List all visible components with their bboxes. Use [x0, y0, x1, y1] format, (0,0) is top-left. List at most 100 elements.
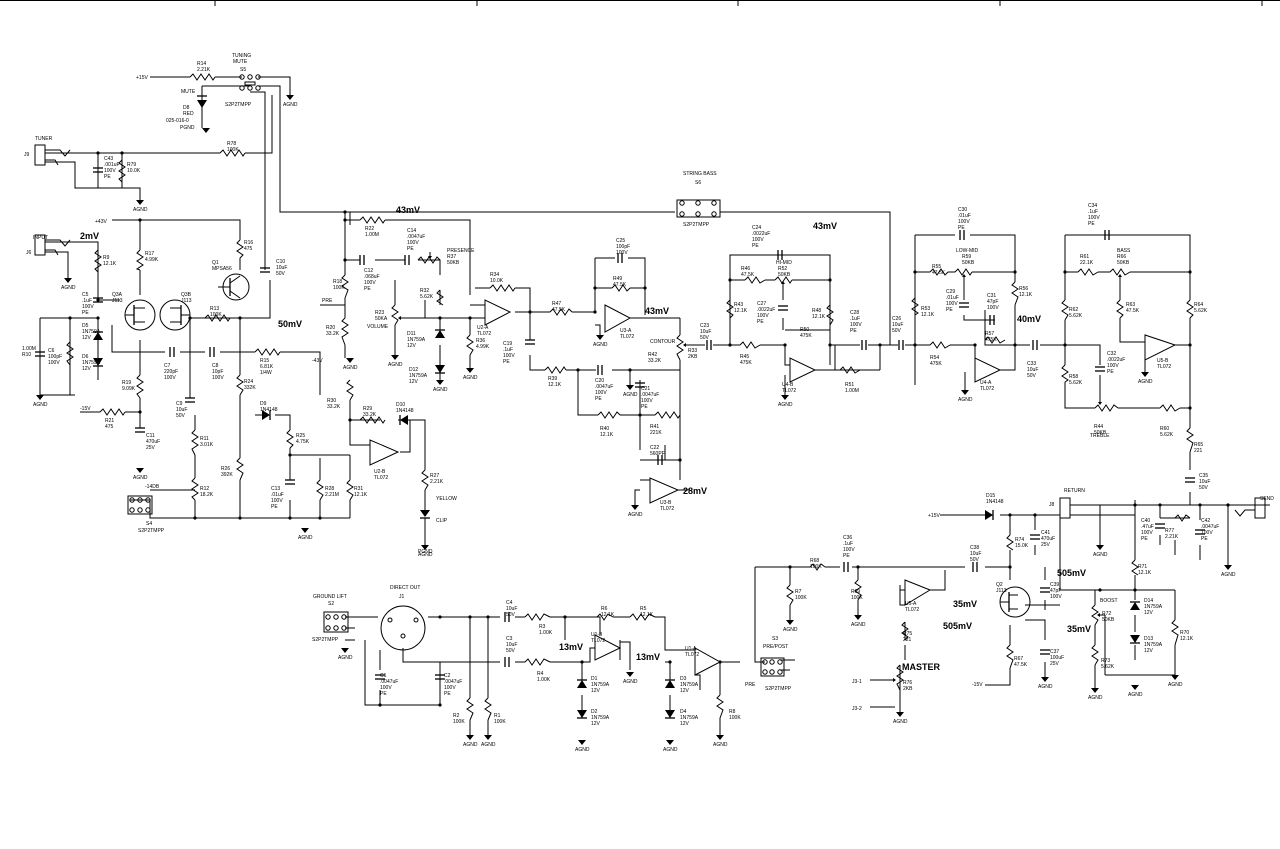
part-label-r58: R58: [1069, 374, 1078, 380]
capacitor-c37: [1040, 649, 1050, 655]
diode-d1: [577, 679, 587, 688]
switch-title: MUTE: [233, 59, 248, 65]
resistor-r15: [254, 348, 281, 356]
ground-icon: AGND: [958, 390, 973, 403]
part-label-d5: 1N759A: [82, 329, 101, 335]
part-label-r36: R36: [476, 338, 485, 344]
resistor-r55: [929, 268, 949, 276]
switch-title: STRING BASS: [683, 171, 717, 177]
transistor-q3b: [159, 299, 191, 331]
part-label-r26: R26: [221, 466, 230, 472]
part-label-r43: 12.1K: [734, 308, 748, 314]
ground-label: AGND: [628, 512, 643, 518]
resistor-r69: [854, 579, 862, 601]
resistor-r67: [1006, 644, 1014, 669]
part-label-c34: C34: [1088, 203, 1097, 209]
part-label-c27: PE: [757, 319, 764, 325]
switch-s4: [127, 495, 153, 515]
part-label-r25: 4.75K: [296, 439, 310, 445]
part-label-c36: .1uF: [843, 541, 853, 547]
part-label-c2: C2: [444, 673, 451, 679]
ground-label: AGND: [893, 719, 908, 725]
part-label-q2: J113: [996, 588, 1007, 594]
part-label-c24: PE: [752, 243, 759, 249]
part-label-c7: 220pF: [164, 369, 178, 375]
diode-d15: [985, 510, 994, 520]
part-label-r14: 2.21K: [197, 67, 211, 73]
part-label-c35: 50V: [1199, 485, 1209, 491]
resistor-r8: [716, 694, 724, 719]
ground-icon: AGND: [133, 200, 148, 213]
resistor-r62: [1061, 299, 1069, 321]
resistor-r57: [984, 336, 1006, 344]
resistor-r3: [524, 613, 551, 621]
part-label-r61: 22.1K: [1080, 260, 1094, 266]
part-label-r63: R63: [1126, 302, 1135, 308]
resistor-r73: [1091, 644, 1099, 666]
resistor-r48: [826, 304, 834, 326]
part-label-d9: 1N4148: [260, 407, 278, 413]
switch-ref: S6: [695, 180, 701, 186]
capacitor-c22: [657, 455, 663, 465]
ground-icon: AGND: [623, 385, 638, 398]
resistor-r13: [204, 314, 231, 322]
ground-icon: AGND: [481, 735, 496, 748]
part-label-q1: Q1: [212, 260, 219, 266]
part-label-c34: PE: [1088, 221, 1095, 227]
ground-label: AGND: [851, 622, 866, 628]
part-label-r24: 332K: [244, 385, 256, 391]
part-label-r73: 5.62K: [1101, 664, 1115, 670]
part-label-u3a: U3-A: [620, 328, 632, 334]
capacitor-c11: [135, 427, 145, 433]
part-label-d13: D13: [1144, 636, 1153, 642]
part-label-r53: 12.1K: [921, 312, 935, 318]
part-label-c32: PE: [1107, 369, 1114, 375]
resistor-r40: [597, 411, 621, 419]
resistor-r5: [629, 613, 656, 621]
part-label-c12: 100V: [364, 280, 376, 286]
part-label-c41: 25V: [1041, 542, 1051, 548]
part-label-r39: 12.1K: [548, 382, 562, 388]
part-label-c20: .0047uF: [595, 384, 613, 390]
part-label-c11: C11: [146, 433, 155, 439]
part-label-r78: 100K: [227, 147, 239, 153]
part-label-r30: R30: [327, 398, 336, 404]
part-label-r70: R70: [1180, 630, 1189, 636]
part-label-r75: 221: [903, 637, 912, 643]
resistor-r32: [436, 289, 444, 306]
part-label-c10: 10uF: [276, 265, 287, 271]
connector-title: INPUT: [33, 235, 48, 241]
part-label-d1: D1: [591, 676, 598, 682]
switch-s3: [760, 657, 785, 677]
part-label-d1: 12V: [591, 688, 601, 694]
part-label-c19: C19: [503, 341, 512, 347]
led-ref: D8: [183, 105, 190, 111]
resistor-r34: [489, 284, 516, 292]
part-label-r23: 50KA: [375, 316, 388, 322]
capacitor-c42: [1195, 529, 1205, 535]
part-label-c22: C22: [650, 445, 659, 451]
part-label-c35: C35: [1199, 473, 1208, 479]
signal-level: 505mV: [943, 621, 972, 631]
ground-icon: AGND: [1093, 545, 1108, 558]
part-label-r11: R11: [200, 436, 209, 442]
part-label-r31: R31: [354, 486, 363, 492]
diode-d3: [665, 679, 675, 688]
resistor-r74: [1006, 534, 1014, 551]
part-label-c42: PE: [1201, 536, 1208, 542]
signal-level: 35mV: [1067, 624, 1091, 634]
connector-title: TUNER: [35, 136, 53, 142]
ground-label: AGND: [663, 747, 678, 753]
capacitor-c10: [260, 267, 270, 273]
part-label-r79: R79: [127, 162, 136, 168]
ground-icon: AGND: [1221, 565, 1236, 578]
part-label-r77: 2.21K: [1165, 534, 1179, 540]
part-label-c9: 50V: [176, 413, 186, 419]
part-label-u2b: TL072: [374, 475, 388, 481]
signal-level: 43mV: [813, 221, 837, 231]
part-label-r7: 100K: [795, 595, 807, 601]
part-label-d11: 1N759A: [407, 337, 426, 343]
diode-d13: [1130, 635, 1140, 644]
part-label-d14: 12V: [1144, 610, 1154, 616]
part-label-c41: 470uF: [1041, 536, 1055, 542]
